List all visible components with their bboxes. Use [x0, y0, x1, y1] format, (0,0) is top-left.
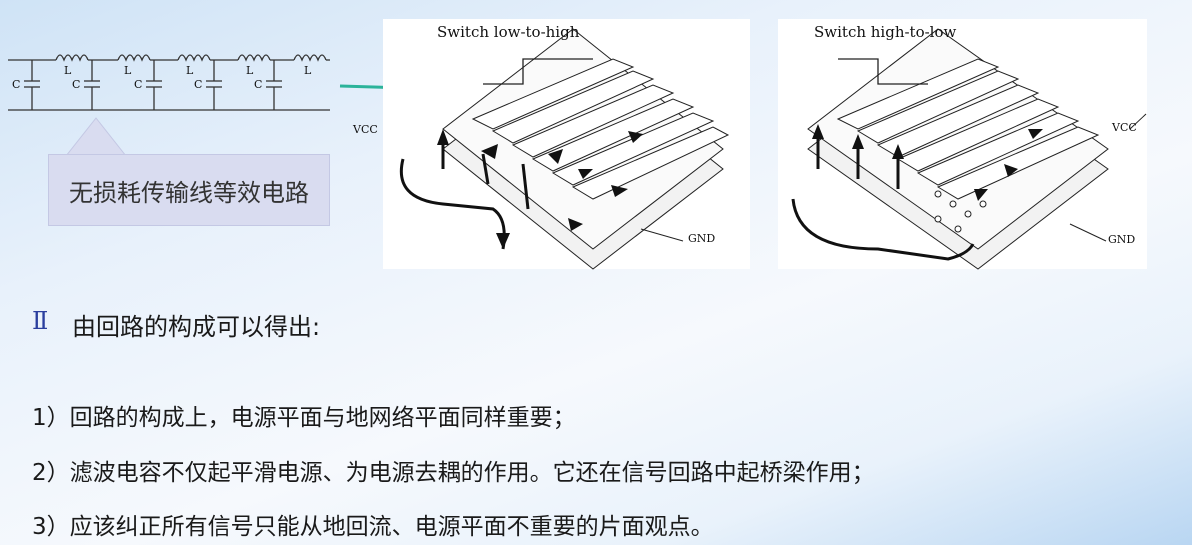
figure-title: Switch high-to-low	[814, 23, 957, 41]
gnd-label: GND	[688, 232, 716, 245]
figure-title: Switch low-to-high	[437, 23, 580, 41]
capacitor-label: C	[134, 78, 143, 91]
plane-stack-diagram	[791, 28, 1147, 270]
caption-text: 无损耗传输线等效电路	[69, 178, 309, 207]
capacitor-label: C	[72, 78, 81, 91]
inductor-label: L	[246, 64, 254, 77]
section-heading: 由回路的构成可以得出:	[72, 313, 321, 341]
lc-circuit-diagram: L L L L L C C C C C	[8, 40, 330, 116]
heading-marker: Ⅱ	[32, 307, 49, 335]
capacitor-label: C	[12, 78, 21, 91]
inductor-label: L	[186, 64, 194, 77]
conclusion-point-1: 1）回路的构成上，电源平面与地网络平面同样重要；	[32, 405, 576, 431]
capacitor-label: C	[194, 78, 203, 91]
gnd-label: GND	[1108, 233, 1136, 246]
figure-high-to-low: Switch high-to-low VCC GND	[778, 19, 1147, 270]
plane-stack-diagram	[399, 28, 730, 270]
conclusion-point-2: 2）滤波电容不仅起平滑电源、为电源去耦的作用。它还在信号回路中起桥梁作用；	[32, 460, 875, 486]
equivalent-circuit-caption: 无损耗传输线等效电路	[48, 154, 330, 226]
conclusion-point-3: 3）应该纠正所有信号只能从地回流、电源平面不重要的片面观点。	[32, 514, 714, 540]
lc-circuit-svg	[8, 54, 330, 111]
vcc-label: VCC	[1112, 121, 1137, 134]
figure-low-to-high: Switch low-to-high VCC GND	[353, 19, 750, 270]
callout-pointer	[64, 117, 128, 157]
inductor-label: L	[124, 64, 132, 77]
inductor-label: L	[64, 64, 72, 77]
vcc-label: VCC	[353, 123, 378, 136]
capacitor-label: C	[254, 78, 263, 91]
inductor-label: L	[304, 64, 312, 77]
